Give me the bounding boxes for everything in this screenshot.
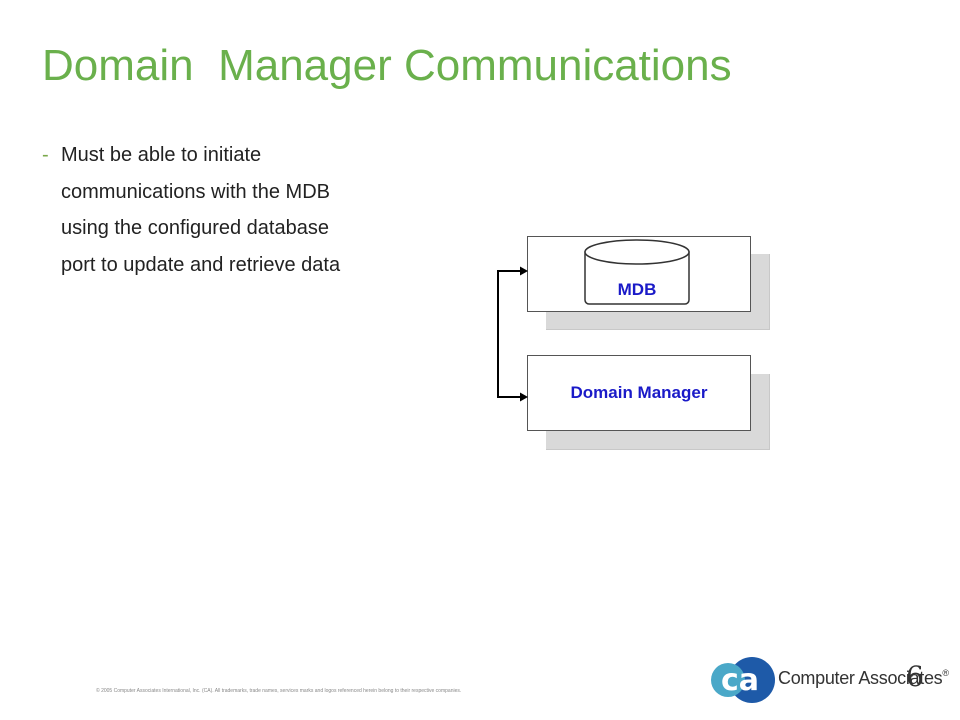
- mdb-label: MDB: [617, 280, 657, 299]
- domain-manager-label: Domain Manager: [570, 383, 708, 402]
- company-name-text: Computer Associates: [778, 668, 943, 688]
- slide-title: Domain Manager Communications: [42, 41, 732, 90]
- bullet-text: Must be able to initiate communications …: [61, 144, 341, 276]
- page-number: 6: [906, 660, 924, 693]
- registered-mark: ®: [942, 668, 949, 678]
- bidirectional-arrow-icon: [497, 266, 528, 402]
- copyright-notice: © 2005 Computer Associates International…: [96, 688, 462, 694]
- company-logo: ca Computer Associates®: [708, 654, 949, 704]
- ca-logo-icon: ca: [711, 657, 775, 703]
- domain-manager-box: Domain Manager: [527, 355, 751, 431]
- bullet-marker: -: [42, 144, 49, 166]
- company-name: Computer Associates®: [778, 668, 949, 689]
- svg-text:ca: ca: [721, 663, 759, 698]
- database-cylinder-icon: [584, 239, 690, 305]
- bullet-point: - Must be able to initiate communication…: [42, 137, 442, 283]
